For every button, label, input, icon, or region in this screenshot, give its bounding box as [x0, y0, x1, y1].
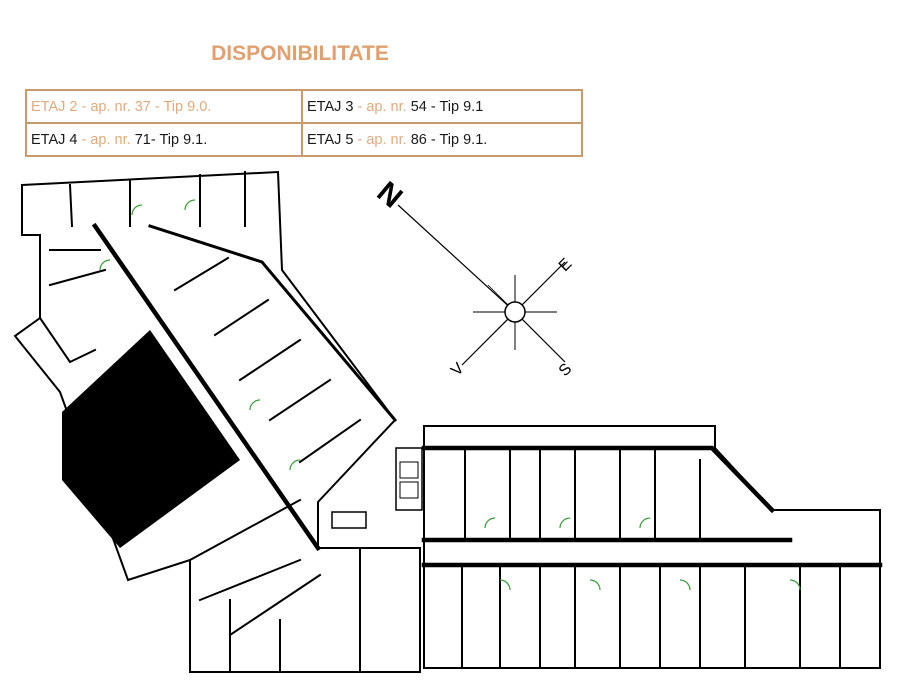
table-row: ETAJ 4 - ap. nr. 71- Tip 9.1. ETAJ 5 - a… [25, 122, 583, 157]
page-title: DISPONIBILITATE [211, 42, 389, 65]
door-swing [679, 579, 691, 591]
stairwell-block [62, 330, 240, 548]
apartment-prefix: - ap. nr. [77, 131, 135, 148]
door-swing [184, 199, 196, 211]
availability-cell-floor-4[interactable]: ETAJ 4 - ap. nr. 71- Tip 9.1. [25, 122, 303, 157]
elevator-box [395, 447, 423, 511]
compass-label-east: E [556, 255, 576, 275]
apartment-type: - Tip 9.1 [426, 98, 484, 115]
compass-label-south: S [556, 360, 576, 380]
apartment-number: 37 [134, 98, 151, 115]
door-swing [249, 399, 261, 411]
apartment-prefix: - ap. nr. [353, 131, 411, 148]
door-swings [99, 199, 801, 591]
south-unit-walls [461, 564, 841, 669]
lower-left-walls [188, 498, 361, 673]
apartment-number: 86 [410, 131, 427, 148]
unit-partition-walls [173, 256, 362, 464]
availability-cell-floor-2[interactable]: ETAJ 2 - ap. nr. 37 - Tip 9.0. [25, 89, 303, 124]
apartment-type: - Tip 9.0. [150, 98, 212, 115]
north-unit-walls [464, 447, 701, 541]
availability-cell-floor-5[interactable]: ETAJ 5 - ap. nr. 86 - Tip 9.1. [301, 122, 583, 157]
apartment-type: - Tip 9.1. [426, 131, 488, 148]
door-swing [789, 579, 801, 591]
compass-center [504, 301, 526, 323]
floor-label: ETAJ 5 [307, 131, 354, 148]
apartment-number: 71 [134, 131, 151, 148]
availability-table: ETAJ 2 - ap. nr. 37 - Tip 9.0. ETAJ 3 - … [25, 89, 583, 157]
door-swing [639, 517, 651, 529]
door-swing [559, 517, 571, 529]
table-row: ETAJ 2 - ap. nr. 37 - Tip 9.0. ETAJ 3 - … [25, 89, 583, 124]
elevator-car [399, 481, 419, 499]
compass-ray-north [397, 204, 516, 313]
apartment-type: - Tip 9.1. [150, 131, 208, 148]
apartment-prefix: - ap. nr. [77, 98, 135, 115]
building-right-wing [395, 425, 883, 669]
corridor-wall-west [91, 222, 322, 552]
apartment-prefix: - ap. nr. [353, 98, 411, 115]
right-wing-outline [423, 425, 881, 669]
door-swing [589, 579, 601, 591]
door-swing [289, 459, 301, 471]
apartment-number: 54 [410, 98, 427, 115]
left-wing-outline [13, 170, 421, 673]
elevator-car [399, 461, 419, 479]
floor-label: ETAJ 2 [31, 98, 78, 115]
door-swing [131, 204, 143, 216]
floor-label: ETAJ 3 [307, 98, 354, 115]
availability-cell-floor-3[interactable]: ETAJ 3 - ap. nr. 54 - Tip 9.1 [301, 89, 583, 124]
left-wing-internal-walls [38, 171, 246, 364]
door-swing [499, 579, 511, 591]
building-left-wing [13, 170, 421, 673]
compass-rose: N E S V [371, 175, 576, 379]
door-swing [484, 517, 496, 529]
corridor-wall-north [421, 445, 793, 543]
floor-label: ETAJ 4 [31, 131, 78, 148]
door-swing [99, 259, 111, 271]
elevator-box [331, 511, 367, 529]
corridor-wall-east [148, 224, 398, 423]
